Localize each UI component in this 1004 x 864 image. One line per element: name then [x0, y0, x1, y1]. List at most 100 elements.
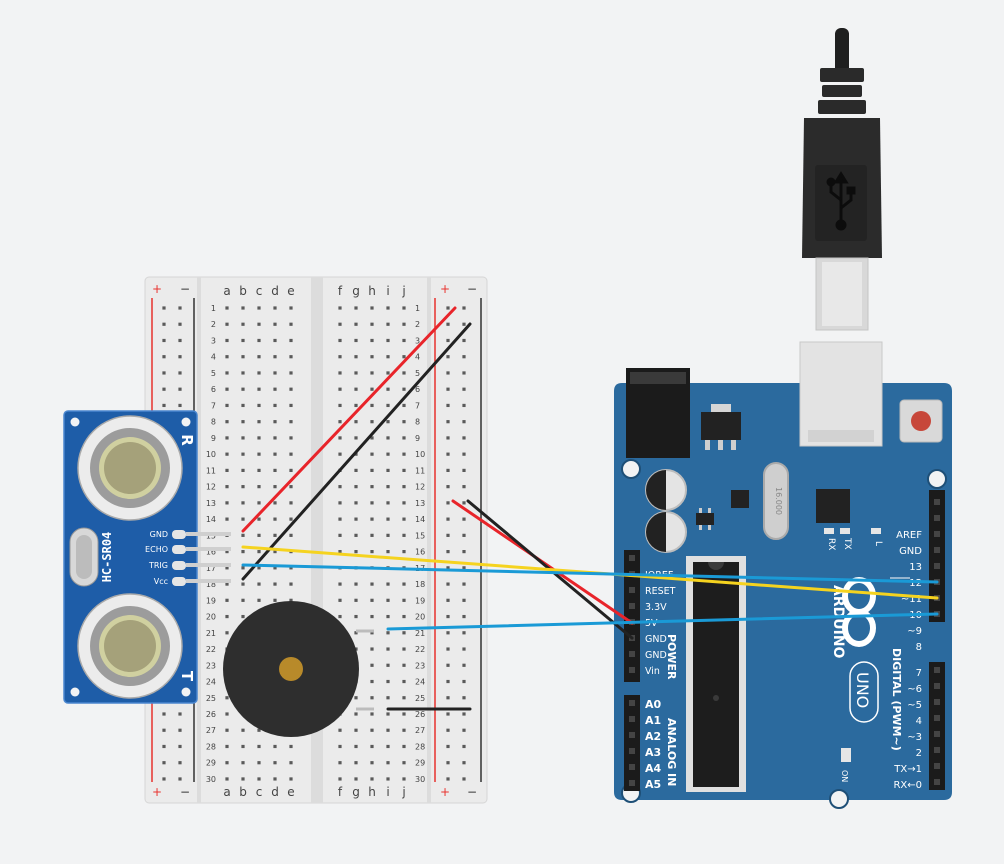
rail-hole[interactable] [446, 598, 450, 602]
breadboard-hole[interactable] [354, 744, 358, 749]
breadboard-hole[interactable] [402, 777, 406, 781]
rail-hole[interactable] [178, 387, 182, 391]
breadboard-hole[interactable] [402, 322, 406, 326]
breadboard-hole[interactable] [386, 387, 390, 391]
breadboard-hole[interactable] [370, 371, 374, 375]
breadboard-hole[interactable] [354, 598, 358, 602]
rail-hole[interactable] [462, 371, 466, 375]
rail-hole[interactable] [462, 761, 466, 765]
rail-hole[interactable] [446, 371, 450, 375]
breadboard-hole[interactable] [354, 696, 358, 700]
breadboard-hole[interactable] [370, 679, 374, 684]
breadboard-hole[interactable] [289, 582, 293, 586]
breadboard-hole[interactable] [338, 355, 342, 359]
rail-hole[interactable] [446, 744, 450, 749]
rail-hole[interactable] [462, 566, 466, 570]
rail-hole[interactable] [462, 631, 466, 635]
wire-blue-trig[interactable] [241, 563, 939, 584]
breadboard-hole[interactable] [257, 728, 261, 732]
breadboard-hole[interactable] [273, 582, 277, 586]
rail-hole[interactable] [446, 614, 450, 619]
breadboard-hole[interactable] [386, 533, 390, 537]
breadboard-hole[interactable] [354, 550, 358, 554]
rail-hole[interactable] [178, 728, 182, 732]
breadboard-hole[interactable] [386, 468, 390, 472]
breadboard-hole[interactable] [354, 387, 358, 391]
breadboard-hole[interactable] [241, 728, 245, 732]
breadboard-hole[interactable] [370, 663, 374, 667]
rail-hole[interactable] [462, 436, 466, 440]
rail-hole[interactable] [178, 322, 182, 326]
rail-hole[interactable] [462, 306, 466, 310]
breadboard-hole[interactable] [225, 468, 229, 472]
breadboard-hole[interactable] [225, 728, 229, 732]
breadboard-hole[interactable] [370, 696, 374, 700]
breadboard-hole[interactable] [354, 533, 358, 537]
rail-hole[interactable] [462, 322, 466, 326]
breadboard-hole[interactable] [338, 761, 342, 765]
breadboard-hole[interactable] [273, 387, 277, 391]
rail-hole[interactable] [162, 338, 166, 343]
header-pin[interactable] [934, 683, 940, 689]
breadboard-hole[interactable] [289, 452, 293, 456]
breadboard-hole[interactable] [338, 452, 342, 456]
breadboard-hole[interactable] [354, 338, 358, 343]
breadboard-hole[interactable] [386, 647, 390, 651]
rail-hole[interactable] [178, 338, 182, 343]
breadboard-hole[interactable] [289, 598, 293, 602]
breadboard-hole[interactable] [241, 452, 245, 456]
breadboard-hole[interactable] [386, 371, 390, 375]
rail-hole[interactable] [462, 679, 466, 684]
breadboard-hole[interactable] [257, 403, 261, 408]
rail-hole[interactable] [162, 403, 166, 408]
breadboard-hole[interactable] [402, 436, 406, 440]
breadboard-hole[interactable] [386, 614, 390, 619]
rail-hole[interactable] [162, 355, 166, 359]
breadboard-hole[interactable] [241, 485, 245, 489]
rail-hole[interactable] [446, 663, 450, 667]
breadboard-hole[interactable] [354, 712, 358, 716]
breadboard-hole[interactable] [225, 550, 229, 554]
breadboard-hole[interactable] [273, 777, 277, 781]
rail-hole[interactable] [446, 582, 450, 586]
wire-black-gnd-rail[interactable] [241, 322, 472, 581]
breadboard-hole[interactable] [386, 744, 390, 749]
breadboard-hole[interactable] [338, 338, 342, 343]
rail-hole[interactable] [446, 550, 450, 554]
breadboard-hole[interactable] [386, 598, 390, 602]
breadboard-hole[interactable] [225, 436, 229, 440]
breadboard-hole[interactable] [289, 777, 293, 781]
rail-hole[interactable] [162, 387, 166, 391]
breadboard-hole[interactable] [402, 403, 406, 408]
breadboard-hole[interactable] [289, 533, 293, 537]
breadboard-hole[interactable] [273, 501, 277, 505]
breadboard-hole[interactable] [273, 533, 277, 537]
breadboard-hole[interactable] [402, 696, 406, 700]
breadboard-hole[interactable] [386, 777, 390, 781]
breadboard-hole[interactable] [241, 436, 245, 440]
breadboard-hole[interactable] [354, 420, 358, 424]
breadboard-hole[interactable] [402, 420, 406, 424]
reset-button[interactable] [899, 399, 943, 443]
breadboard-hole[interactable] [273, 322, 277, 326]
rail-hole[interactable] [178, 371, 182, 375]
header-pin[interactable] [934, 667, 940, 673]
breadboard-hole[interactable] [225, 761, 229, 765]
header-pin[interactable] [629, 732, 635, 738]
header-pin[interactable] [934, 547, 940, 553]
rail-hole[interactable] [462, 777, 466, 781]
breadboard-hole[interactable] [370, 744, 374, 749]
breadboard-hole[interactable] [402, 517, 406, 521]
rail-hole[interactable] [162, 712, 166, 716]
breadboard-hole[interactable] [338, 517, 342, 521]
breadboard-hole[interactable] [354, 582, 358, 586]
breadboard-hole[interactable] [241, 371, 245, 375]
breadboard-hole[interactable] [241, 387, 245, 391]
breadboard-hole[interactable] [354, 436, 358, 440]
rail-hole[interactable] [446, 485, 450, 489]
breadboard-hole[interactable] [370, 387, 374, 391]
breadboard-hole[interactable] [386, 517, 390, 521]
breadboard-hole[interactable] [257, 533, 261, 537]
header-pin[interactable] [934, 499, 940, 505]
rail-hole[interactable] [462, 696, 466, 700]
